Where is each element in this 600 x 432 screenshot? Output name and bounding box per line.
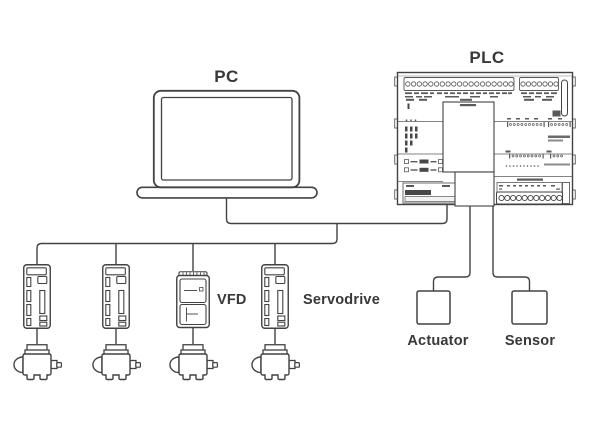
plc-bottom-tab — [454, 171, 495, 207]
servodrive-4 — [261, 264, 289, 329]
vfd-drive — [176, 271, 210, 329]
servodrive-label: Servodrive — [303, 292, 380, 308]
plc-bottom-left-connector — [402, 182, 460, 204]
plc-mid-terminal-rows — [505, 118, 571, 167]
plc-top-terminals-left — [405, 81, 514, 87]
wire-plc-sensor — [492, 206, 531, 291]
wire-bus-branch — [36, 223, 338, 264]
pc-laptop — [136, 89, 318, 199]
motor-3 — [169, 344, 219, 381]
plc-side-slot — [561, 79, 568, 117]
pc-label: PC — [214, 67, 239, 86]
plc-status-leds — [405, 103, 418, 153]
servodrive-2 — [102, 264, 130, 329]
sensor-label: Sensor — [504, 333, 556, 349]
sensor-box — [511, 290, 548, 325]
plc-bottom-right-terminals — [496, 178, 570, 205]
actuator-label: Actuator — [407, 333, 469, 349]
plc-section-dividers — [397, 121, 573, 182]
plc-label: PLC — [469, 48, 505, 67]
plc-terminal-label-marks — [405, 92, 557, 101]
plc-cpu-block — [442, 101, 495, 173]
motor-2 — [92, 344, 142, 381]
laptop-screen — [160, 96, 293, 181]
vfd-label: VFD — [217, 292, 247, 308]
motor-1 — [13, 344, 63, 381]
laptop-base — [136, 186, 318, 199]
motor-4 — [251, 344, 301, 381]
wire-plc-actuator — [432, 206, 471, 291]
actuator-box — [416, 290, 451, 325]
plc-top-terminals-right — [520, 81, 559, 87]
plc-module — [394, 71, 576, 207]
connection-wires — [36, 197, 531, 344]
servodrive-1 — [23, 264, 51, 329]
